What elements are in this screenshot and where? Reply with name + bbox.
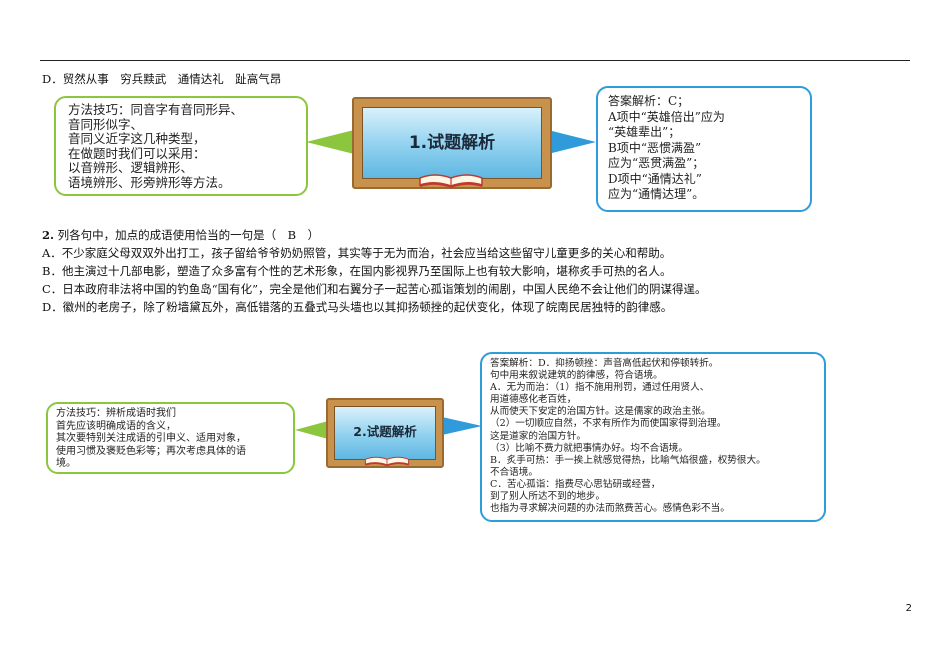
right-connector-2 [442, 417, 482, 435]
question2-number: 2. [42, 228, 55, 242]
right-connector-1 [548, 130, 596, 154]
board-title-1: 1.试题解析 [408, 132, 496, 153]
question2-choice-d: D．徽州的老房子，除了粉墙黛瓦外，高低错落的五叠式马头墙也以其抑扬顿挫的起伏变化… [42, 300, 673, 314]
title-board-1: 1.试题解析 [352, 97, 552, 189]
board-screen-2: 2.试题解析 [334, 406, 436, 460]
book-icon-2 [364, 456, 410, 467]
left-connector-1 [306, 130, 354, 154]
option-d-line: D．贸然从事 穷兵黩武 通情达礼 趾高气昂 [42, 72, 282, 86]
answer-box-2: 答案解析：D．抑扬顿挫：声音高低起伏和停顿转折。 句中用来叙说建筑的韵律感，符合… [480, 352, 826, 522]
question2-text: 列各句中，加点的成语使用恰当的一句是（ B ） [57, 228, 320, 242]
top-rule [40, 60, 910, 61]
question2-choice-c: C．日本政府非法将中国的钓鱼岛“国有化”，完全是他们和右翼分子一起苦心孤诣策划的… [42, 282, 707, 296]
page-number: 2 [905, 603, 912, 614]
board-screen-1: 1.试题解析 [362, 107, 542, 179]
question2-stem: 2. 列各句中，加点的成语使用恰当的一句是（ B ） [42, 228, 319, 242]
method-tip-box-1: 方法技巧：同音字有音同形异、 音同形似字、 音同义近字这几种类型， 在做题时我们… [54, 96, 308, 196]
question2-choice-b: B．他主演过十几部电影，塑造了众多富有个性的艺术形象，在国内影视界乃至国际上也有… [42, 264, 672, 278]
answer-box-1: 答案解析：C； A项中“英雄倍出”应为 “英雄辈出”； B项中“恶惯满盈” 应为… [596, 86, 812, 212]
method-tip-box-2: 方法技巧：辨析成语时我们 首先应该明确成语的含义， 其次要特别关注成语的引申义、… [46, 402, 295, 474]
book-icon [419, 174, 483, 188]
left-connector-2 [295, 421, 328, 439]
board-title-2: 2.试题解析 [353, 423, 417, 439]
question2-choice-a: A．不少家庭父母双双外出打工，孩子留给爷爷奶奶照管，其实等于无为而治，社会应当给… [42, 246, 672, 260]
